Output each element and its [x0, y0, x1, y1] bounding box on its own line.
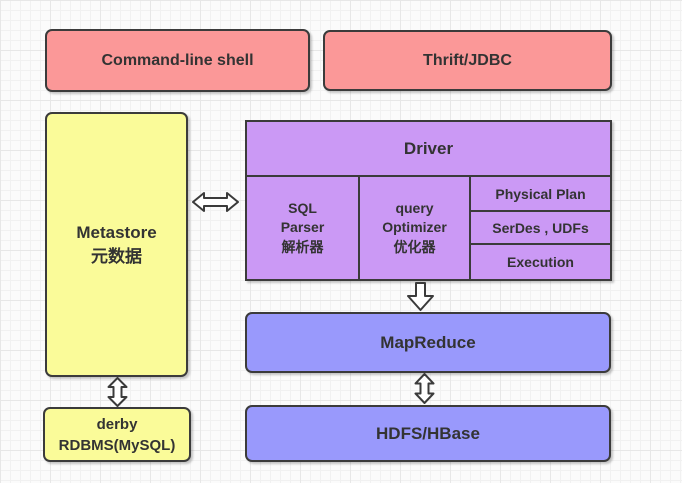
node-serdes-udfs[interactable]: SerDes , UDFs [471, 212, 610, 245]
node-label-line2: RDBMS(MySQL) [58, 436, 176, 454]
driver-title: Driver [403, 138, 454, 158]
node-hdfs-hbase[interactable]: HDFS/HBase [245, 405, 611, 462]
node-label: Thrift/JDBC [423, 51, 512, 69]
node-execution[interactable]: Execution [471, 245, 610, 279]
serdes-udfs-label: SerDes , UDFs [492, 219, 589, 236]
node-physical-plan[interactable]: Physical Plan [471, 177, 610, 212]
double-arrow-metastore-derby-icon[interactable] [107, 377, 128, 407]
sql-parser-line1: SQL [288, 199, 317, 216]
query-optimizer-line1: query [395, 199, 434, 216]
query-optimizer-line3: 优化器 [393, 238, 436, 255]
down-arrow-driver-mapreduce-icon[interactable] [407, 282, 434, 311]
node-query-optimizer[interactable]: query Optimizer 优化器 [360, 177, 471, 279]
physical-plan-label: Physical Plan [495, 185, 586, 202]
node-label: Command-line shell [101, 51, 254, 69]
node-mapreduce[interactable]: MapReduce [245, 312, 611, 373]
node-label-line2: 元数据 [91, 246, 142, 266]
node-thrift-jdbc[interactable]: Thrift/JDBC [323, 30, 612, 91]
query-optimizer-line2: Optimizer [382, 219, 447, 236]
node-label-line1: derby [96, 415, 138, 433]
node-metastore[interactable]: Metastore 元数据 [45, 112, 188, 377]
node-driver[interactable]: Driver SQL Parser 解析器 query Optimizer 优化… [245, 120, 612, 281]
double-arrow-mapreduce-hdfs-icon[interactable] [414, 373, 435, 404]
node-label: HDFS/HBase [376, 423, 480, 443]
sql-parser-line3: 解析器 [281, 238, 324, 255]
node-label: MapReduce [380, 332, 476, 352]
driver-title-cell[interactable]: Driver [247, 122, 610, 177]
driver-right-column: Physical Plan SerDes , UDFs Execution [471, 177, 610, 279]
execution-label: Execution [507, 254, 574, 270]
double-arrow-metastore-driver-icon[interactable] [192, 191, 239, 213]
node-command-line-shell[interactable]: Command-line shell [45, 29, 310, 92]
node-derby-rdbms[interactable]: derby RDBMS(MySQL) [43, 407, 191, 462]
sql-parser-line2: Parser [280, 219, 325, 236]
driver-body: SQL Parser 解析器 query Optimizer 优化器 Physi… [247, 177, 610, 279]
node-label-line1: Metastore [76, 222, 157, 242]
node-sql-parser[interactable]: SQL Parser 解析器 [247, 177, 360, 279]
